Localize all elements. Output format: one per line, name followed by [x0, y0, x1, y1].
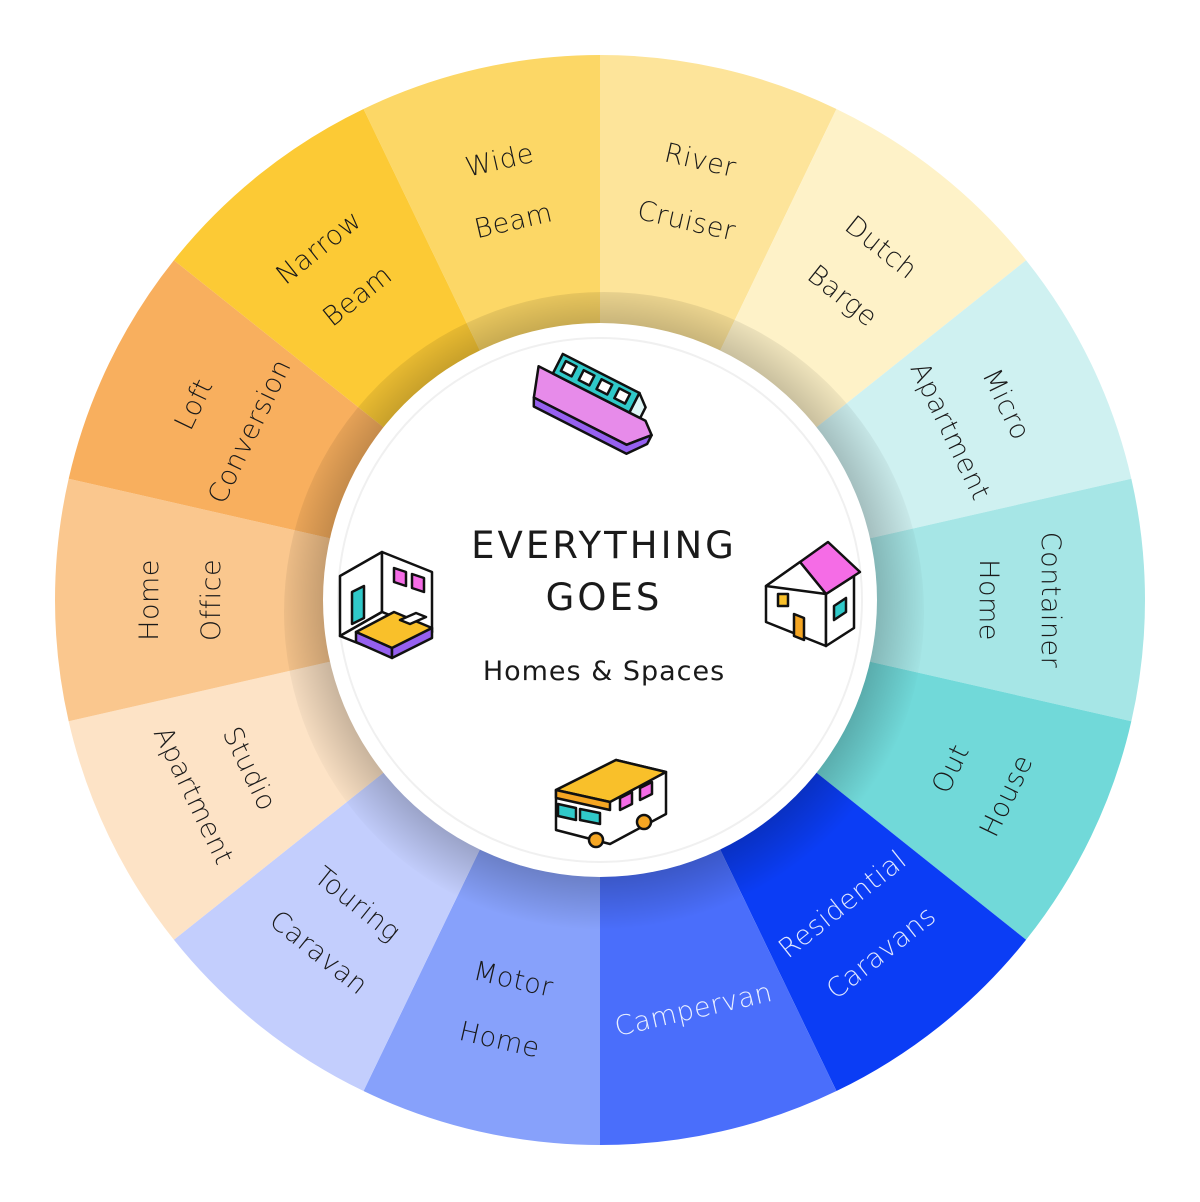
- label-line-container-home-0: Container: [1035, 532, 1066, 669]
- label-container-home: Container Home: [973, 532, 1066, 669]
- label-line-home-office-1: Office: [196, 559, 227, 641]
- house-icon: [764, 540, 862, 648]
- segment-river-cruiser: [600, 55, 837, 357]
- room-icon: [338, 550, 434, 660]
- center-subtitle: Homes & Spaces: [483, 656, 725, 687]
- campervan-icon: [554, 758, 668, 849]
- label-line-home-office-0: Home: [134, 559, 165, 641]
- center-title-line1: EVERYTHING: [471, 524, 737, 567]
- center-title-line2: GOES: [546, 576, 663, 619]
- boat-icon: [532, 352, 653, 455]
- center-disc: [323, 323, 877, 877]
- segment-container-home: [863, 478, 1145, 722]
- segment-loft-conversion: [68, 260, 389, 540]
- label-home-office: Home Office: [134, 559, 227, 641]
- label-line-container-home-1: Home: [973, 559, 1004, 641]
- segment-dutch-barge: [717, 108, 1027, 432]
- segment-narrow-beam: [173, 108, 483, 432]
- segment-micro-apartment: [811, 260, 1132, 540]
- segment-home-office: [54, 478, 337, 722]
- center-disc-outline: [337, 337, 863, 863]
- segment-wide-beam: [363, 55, 600, 357]
